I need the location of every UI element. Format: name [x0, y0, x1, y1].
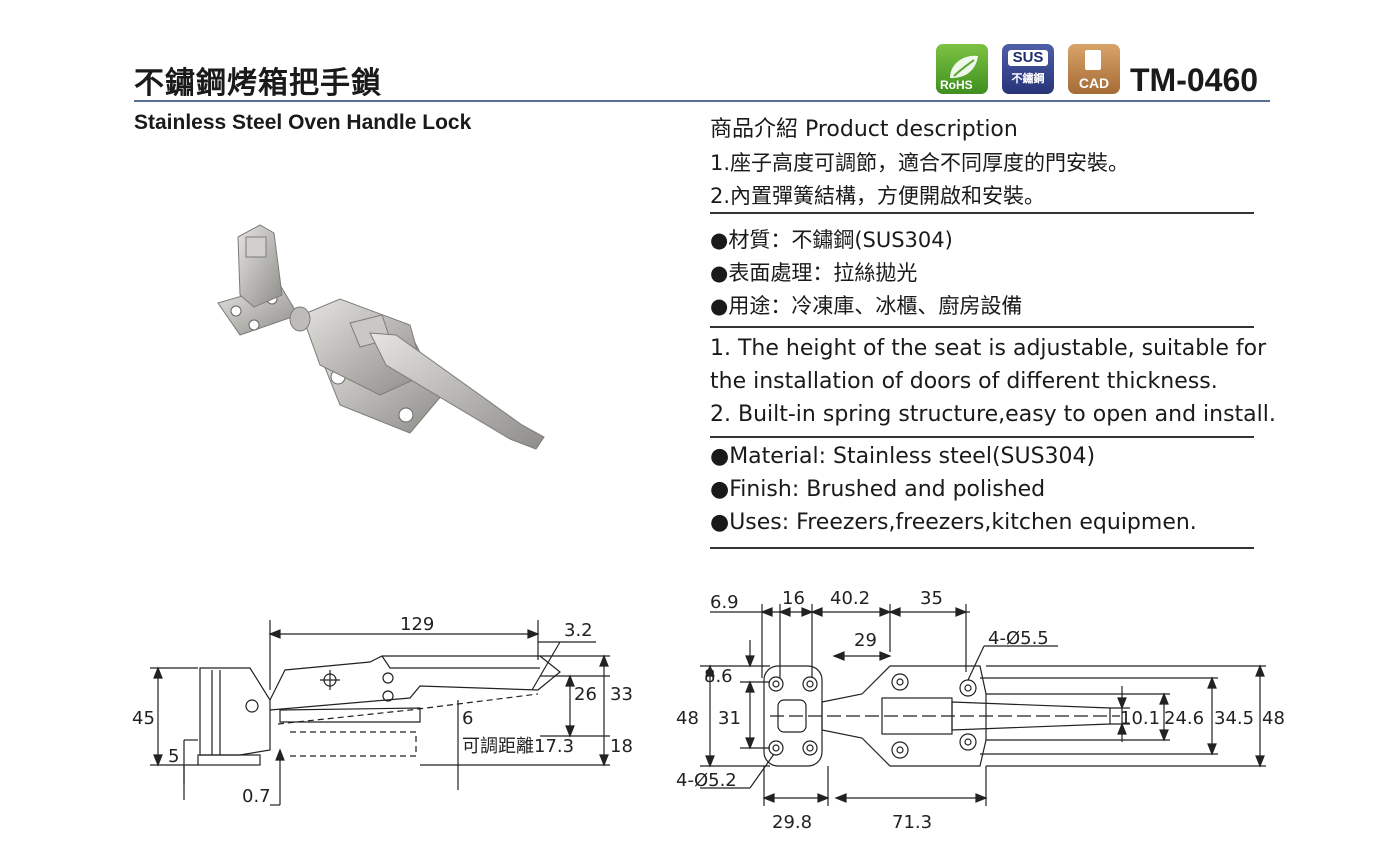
divider	[710, 436, 1254, 438]
dim-35: 35	[920, 588, 943, 609]
zh-point-1: 1.座子高度可調節，適合不同厚度的門安裝。	[710, 151, 1130, 175]
dim-4-d5-2: 4-Ø5.2	[676, 770, 737, 791]
cad-badge-icon: CAD	[1068, 44, 1120, 94]
dim-0-7: 0.7	[242, 786, 271, 807]
dim-24-6: 24.6	[1164, 708, 1204, 729]
sus-label: SUS	[1008, 50, 1048, 66]
dim-18: 18	[610, 736, 633, 757]
dim-40-2: 40.2	[830, 588, 870, 609]
cad-label: CAD	[1078, 75, 1110, 91]
dim-26: 26	[574, 684, 597, 705]
zh-spec-uses: ●用途：冷凍庫、冰櫃、廚房設備	[710, 294, 1023, 318]
sus-sub-label: 不鏽鋼	[1011, 73, 1045, 85]
header-rule	[134, 100, 1270, 102]
dim-71-3: 71.3	[892, 812, 932, 833]
dim-16: 16	[782, 588, 805, 609]
rohs-label: RoHS	[940, 78, 973, 92]
dim-29: 29	[854, 630, 877, 651]
rohs-badge-icon: RoHS	[936, 44, 988, 94]
en-spec-uses: ●Uses: Freezers,freezers,kitchen equipme…	[710, 510, 1197, 535]
top-view-drawing: 6.9 16 40.2 35 29 4-Ø5.5 8.6 48 31 10.1 …	[676, 588, 1285, 833]
dim-34-5: 34.5	[1214, 708, 1254, 729]
en-point-2: 2. Built-in spring structure,easy to ope…	[710, 402, 1276, 427]
description-heading: 商品介紹 Product description	[710, 117, 1018, 142]
dim-31: 31	[718, 708, 741, 729]
dim-6-9: 6.9	[710, 592, 739, 613]
zh-spec-finish: ●表面處理：拉絲拋光	[710, 261, 918, 285]
dim-6: 6	[462, 708, 473, 729]
divider	[710, 547, 1254, 549]
model-number: TM-0460	[1130, 62, 1259, 98]
zh-spec-material: ●材質：不鏽鋼(SUS304)	[710, 228, 953, 252]
dim-5: 5	[168, 746, 179, 767]
dim-29-8: 29.8	[772, 812, 812, 833]
adjustable-distance-label: 可調距離17.3	[462, 736, 574, 757]
en-spec-finish: ●Finish: Brushed and polished	[710, 477, 1046, 502]
dim-33: 33	[610, 684, 633, 705]
sus-badge-icon: SUS 不鏽鋼	[1002, 44, 1054, 94]
dim-129: 129	[400, 614, 434, 635]
dim-10-1: 10.1	[1120, 708, 1160, 729]
divider	[710, 212, 1254, 214]
dim-8-6: 8.6	[704, 666, 733, 687]
product-photo	[217, 224, 545, 450]
dim-48-right: 48	[1262, 708, 1285, 729]
en-point-1a: 1. The height of the seat is adjustable,…	[710, 336, 1267, 361]
en-point-1b: the installation of doors of different t…	[710, 369, 1218, 394]
side-view-drawing: 129 3.2 45 5 26 33 6 可調距離17.3 18 0.7	[132, 614, 633, 807]
document-icon	[1085, 50, 1101, 70]
dim-3-2: 3.2	[564, 620, 593, 641]
page-title-zh: 不鏽鋼烤箱把手鎖	[134, 66, 382, 101]
dim-4-d5-5: 4-Ø5.5	[988, 628, 1049, 649]
divider	[710, 326, 1254, 328]
dim-48-left: 48	[676, 708, 699, 729]
en-spec-material: ●Material: Stainless steel(SUS304)	[710, 444, 1096, 469]
zh-point-2: 2.內置彈簧結構，方便開啟和安裝。	[710, 184, 1046, 208]
page-title-en: Stainless Steel Oven Handle Lock	[134, 111, 472, 134]
dim-45: 45	[132, 708, 155, 729]
